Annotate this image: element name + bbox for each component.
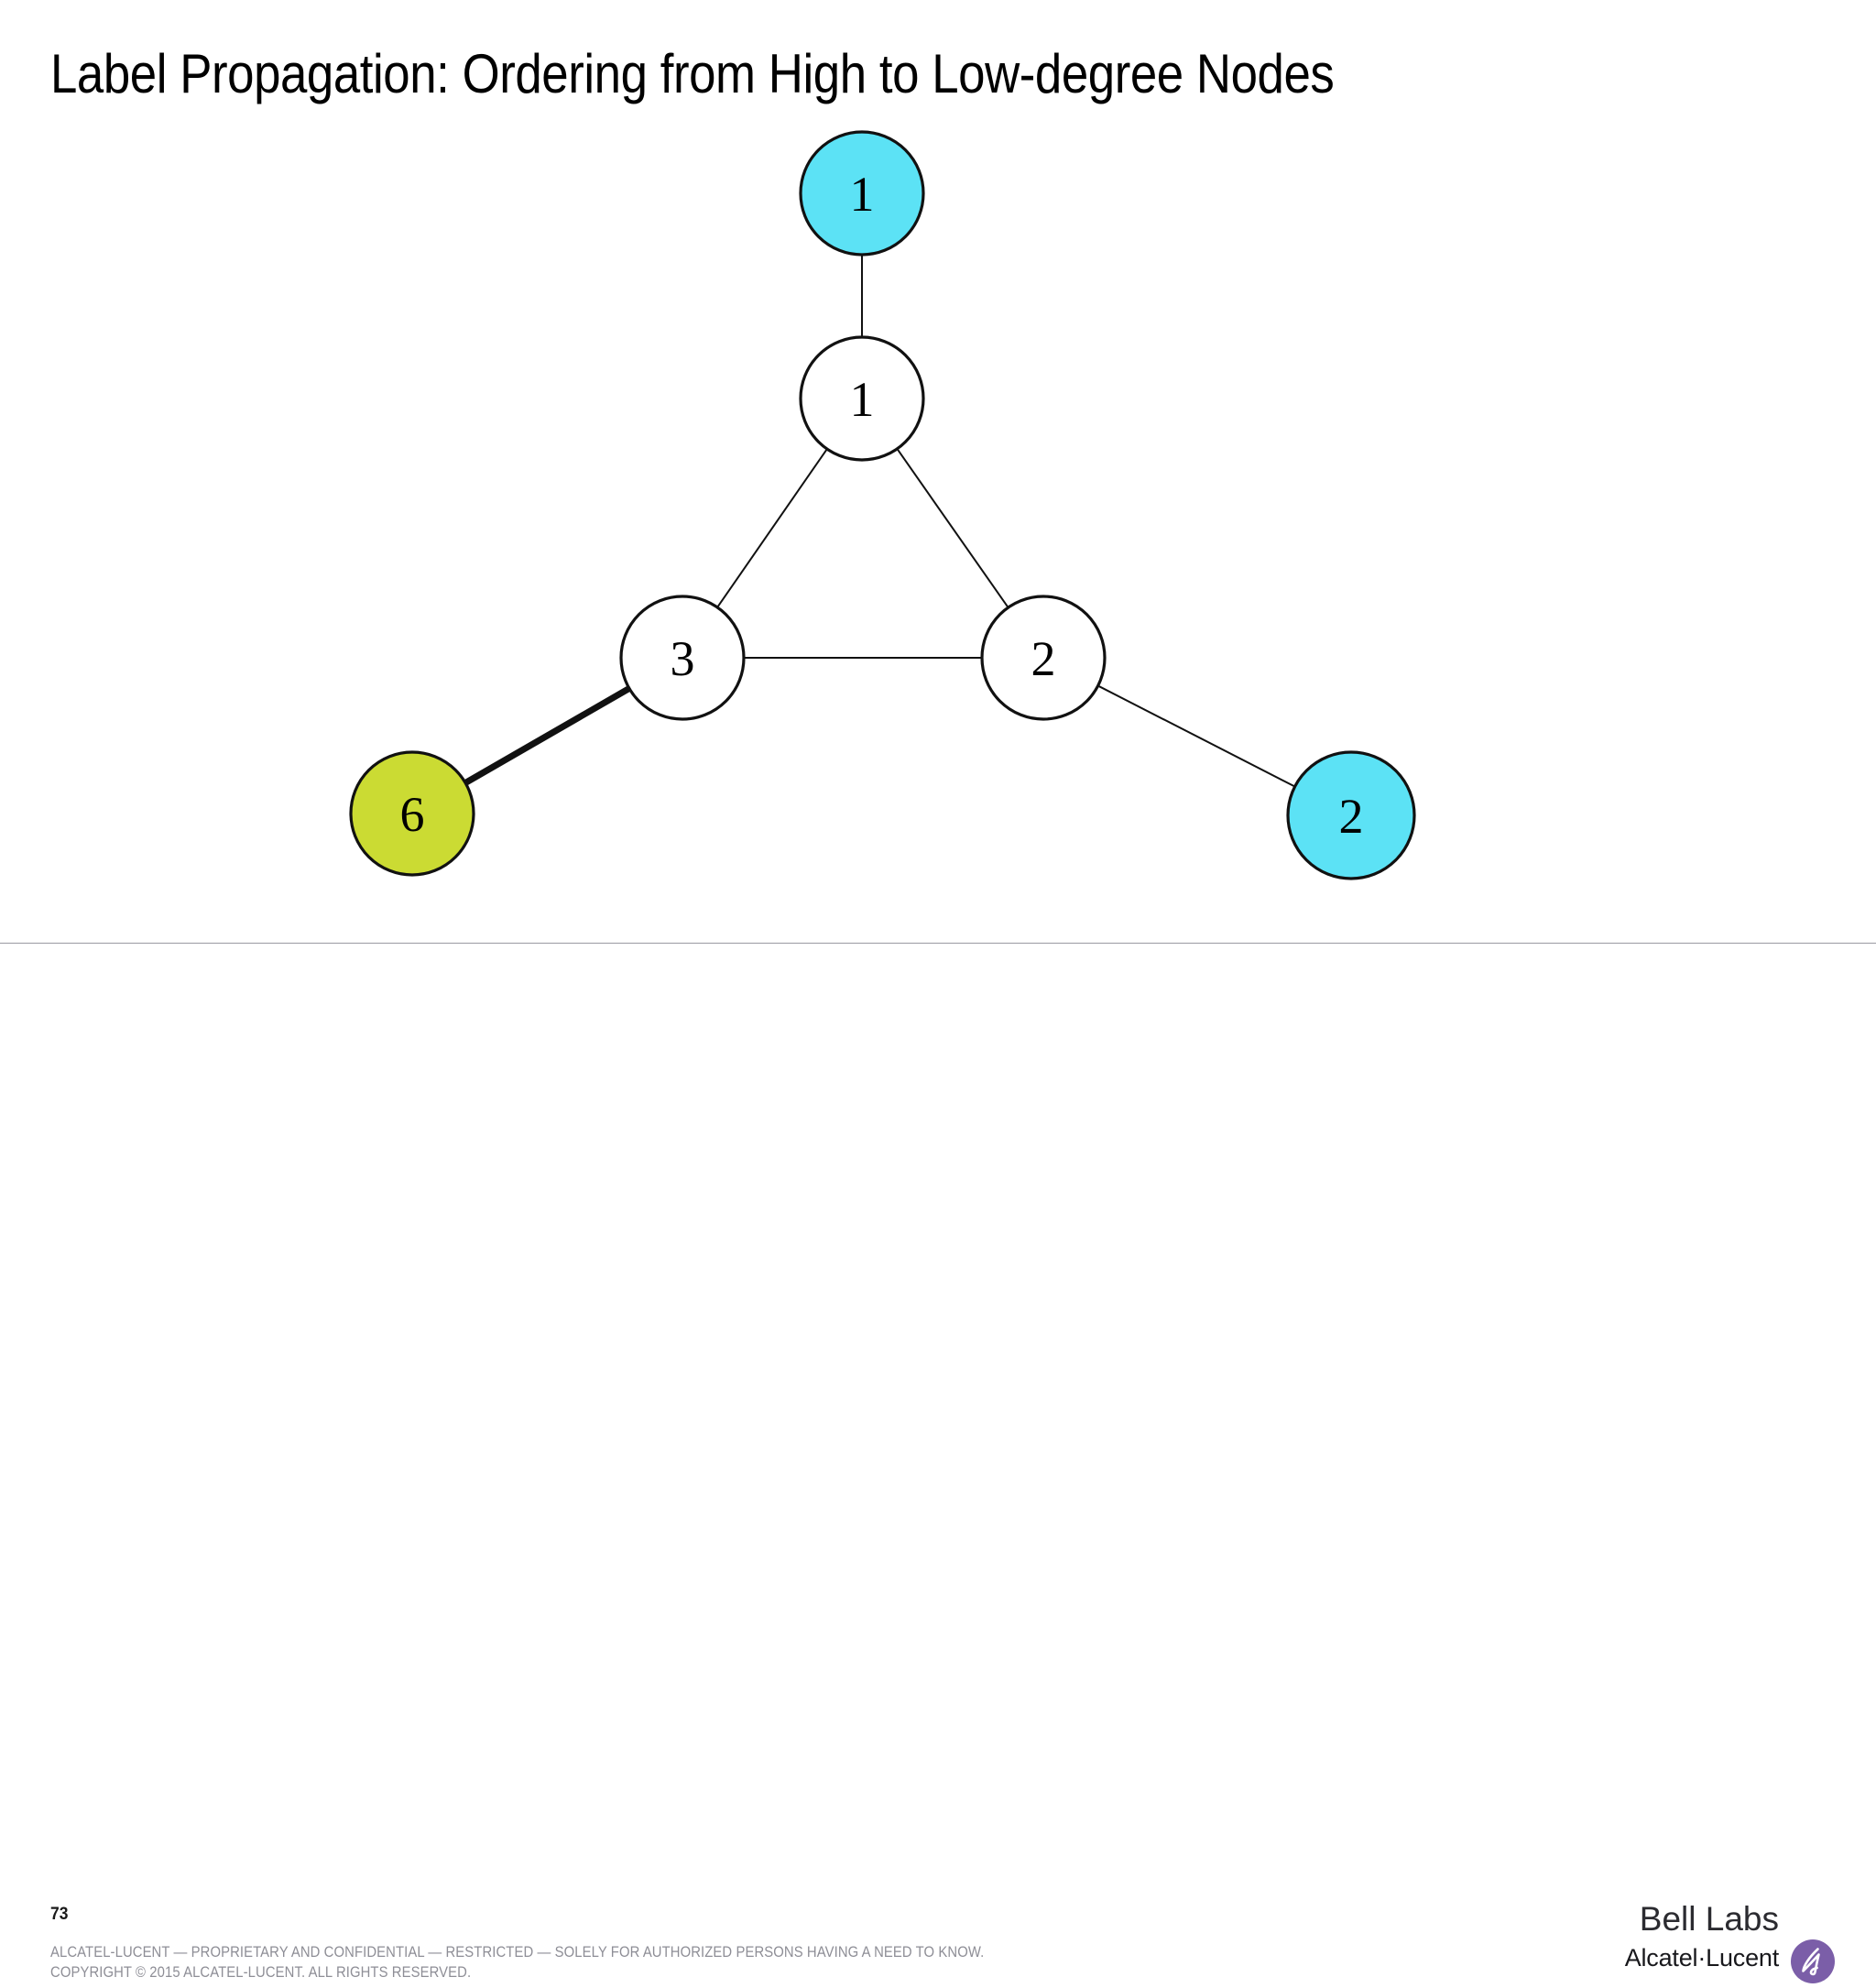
graph-node[interactable]: 1: [799, 335, 925, 462]
graph-node-circle[interactable]: [1286, 750, 1416, 880]
graph-node[interactable]: 6: [349, 750, 475, 877]
graph-edge: [896, 447, 1009, 609]
alcatel-lucent-logo-icon: [1791, 1939, 1835, 1983]
graph-node[interactable]: 3: [619, 595, 746, 721]
page-number: 73: [50, 1905, 69, 1924]
graph-node-label: 2: [1031, 631, 1056, 686]
brand-bell-labs-wordmark: Bell Labs: [1639, 1900, 1779, 1938]
graph-node-label: 6: [400, 787, 425, 842]
footer-legal-line-1: ALCATEL-LUCENT — PROPRIETARY AND CONFIDE…: [50, 1944, 985, 1961]
graph-node-circle[interactable]: [619, 595, 746, 721]
graph-edge: [715, 447, 829, 609]
page-title: Label Propagation: Ordering from High to…: [50, 43, 1335, 104]
graph-node-label: 1: [850, 167, 875, 222]
graph-node-label: 1: [850, 372, 875, 427]
edge-layer: [463, 254, 1296, 788]
graph-node-circle[interactable]: [980, 595, 1107, 721]
node-layer: 1 1 3 2 6 2: [349, 130, 1416, 880]
graph-edge-highlighted: [463, 684, 632, 787]
graph-node-circle[interactable]: [799, 130, 925, 257]
graph-node[interactable]: 1: [799, 130, 925, 257]
graph-node[interactable]: 2: [980, 595, 1107, 721]
graph-node-circle[interactable]: [349, 750, 475, 877]
graph-edge: [1096, 684, 1296, 788]
brand-lockup: Bell Labs Alcatel·Lucent: [1612, 1900, 1841, 1988]
graph-node-circle[interactable]: [799, 335, 925, 462]
graph-node[interactable]: 2: [1286, 750, 1416, 880]
footer-divider: [0, 943, 1876, 944]
footer-legal-line-2: COPYRIGHT © 2015 ALCATEL-LUCENT. ALL RIG…: [50, 1964, 472, 1981]
graph-diagram: 1 1 3 2 6 2: [0, 0, 1876, 934]
graph-node-label: 3: [671, 631, 695, 686]
graph-node-label: 2: [1339, 789, 1364, 844]
footer: 73 ALCATEL-LUCENT — PROPRIETARY AND CONF…: [0, 944, 1876, 1983]
brand-alcatel-lucent-wordmark: Alcatel·Lucent: [1624, 1944, 1779, 1972]
graph-svg: 1 1 3 2 6 2: [349, 130, 1416, 880]
